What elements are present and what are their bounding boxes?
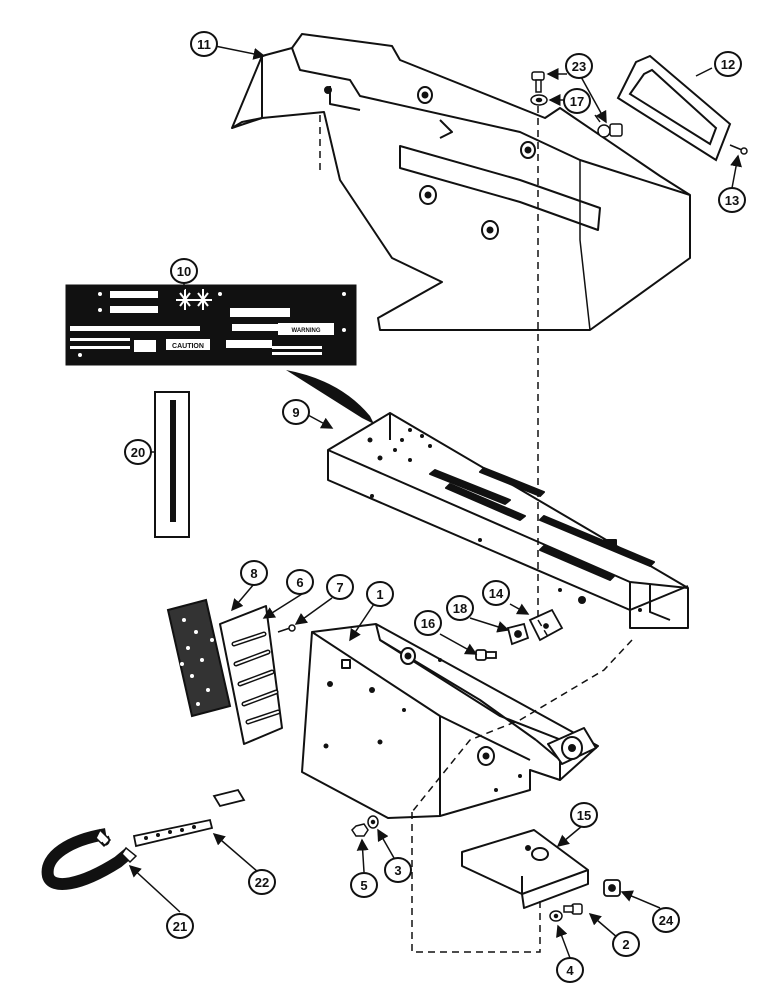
callout-14-label: 14 (489, 586, 504, 601)
callout-10-label: 10 (177, 264, 191, 279)
clip-nut-part (603, 879, 621, 897)
bolt-part (531, 71, 623, 138)
callout-1-label: 1 (376, 587, 383, 602)
callout-10: 10 (170, 258, 198, 284)
callout-8: 8 (240, 560, 268, 586)
belt-strap-part (41, 828, 138, 891)
control-panel-part (327, 412, 689, 629)
callout-4: 4 (556, 957, 584, 983)
console-shroud-part (231, 33, 691, 331)
callout-16: 16 (414, 610, 442, 636)
callout-5-label: 5 (360, 878, 367, 893)
bolt-part (475, 649, 497, 661)
callout-18: 18 (446, 595, 474, 621)
callout-23: 23 (565, 53, 593, 79)
callout-4-label: 4 (566, 963, 574, 978)
callout-9-label: 9 (292, 405, 299, 420)
callout-24: 24 (652, 907, 680, 933)
clip-part (506, 622, 530, 646)
nut-part (351, 823, 369, 837)
callout-3: 3 (384, 857, 412, 883)
callout-13: 13 (718, 187, 746, 213)
callout-7-label: 7 (336, 580, 343, 595)
callout-15: 15 (570, 802, 598, 828)
callout-20-label: 20 (131, 445, 145, 460)
callout-1: 1 (366, 581, 394, 607)
callout-21-label: 21 (173, 919, 187, 934)
callout-13-label: 13 (725, 193, 739, 208)
strap-bar-part (132, 788, 246, 848)
washer-part (367, 815, 379, 829)
decal-pointer-arrow (286, 370, 374, 424)
bracket-plate-part (461, 829, 589, 909)
callout-22: 22 (248, 869, 276, 895)
gasket-frame-part (616, 54, 732, 162)
comb-plate-part (219, 605, 283, 745)
support-frame-part (301, 623, 599, 819)
bracket-part (528, 608, 564, 642)
leader-lines (128, 45, 742, 959)
callout-7: 7 (326, 574, 354, 600)
callout-2: 2 (612, 931, 640, 957)
callout-21: 21 (166, 913, 194, 939)
screw-part (277, 624, 296, 633)
callout-16-label: 16 (421, 616, 435, 631)
callout-17-label: 17 (570, 94, 584, 109)
callout-14: 14 (482, 580, 510, 606)
callout-6-label: 6 (296, 575, 303, 590)
callout-8-label: 8 (250, 566, 257, 581)
warning-label: WARNING (292, 328, 321, 334)
assembly-guide-lines (319, 106, 633, 953)
bolt-part (563, 903, 583, 915)
callout-20: 20 (124, 439, 152, 465)
callout-3-label: 3 (394, 863, 401, 878)
callout-5: 5 (350, 872, 378, 898)
strip-decal-part (154, 391, 190, 538)
instrument-decal-part: WARNING CAUTION (65, 284, 357, 366)
callout-11: 11 (190, 31, 218, 57)
washer-part (549, 910, 563, 922)
callout-22-label: 22 (255, 875, 269, 890)
callout-18-label: 18 (453, 601, 467, 616)
callout-17: 17 (563, 88, 591, 114)
callout-12: 12 (714, 51, 742, 77)
screw-part (729, 144, 748, 155)
callout-12-label: 12 (721, 57, 735, 72)
washer-part (530, 94, 548, 106)
callout-9: 9 (282, 399, 310, 425)
callout-11-label: 11 (197, 37, 211, 52)
callout-6: 6 (286, 569, 314, 595)
callout-2-label: 2 (622, 937, 629, 952)
foam-pad-part (166, 598, 232, 718)
callout-24-label: 24 (659, 913, 674, 928)
callout-15-label: 15 (577, 808, 591, 823)
callout-23-label: 23 (572, 59, 586, 74)
caution-label: CAUTION (172, 343, 204, 350)
